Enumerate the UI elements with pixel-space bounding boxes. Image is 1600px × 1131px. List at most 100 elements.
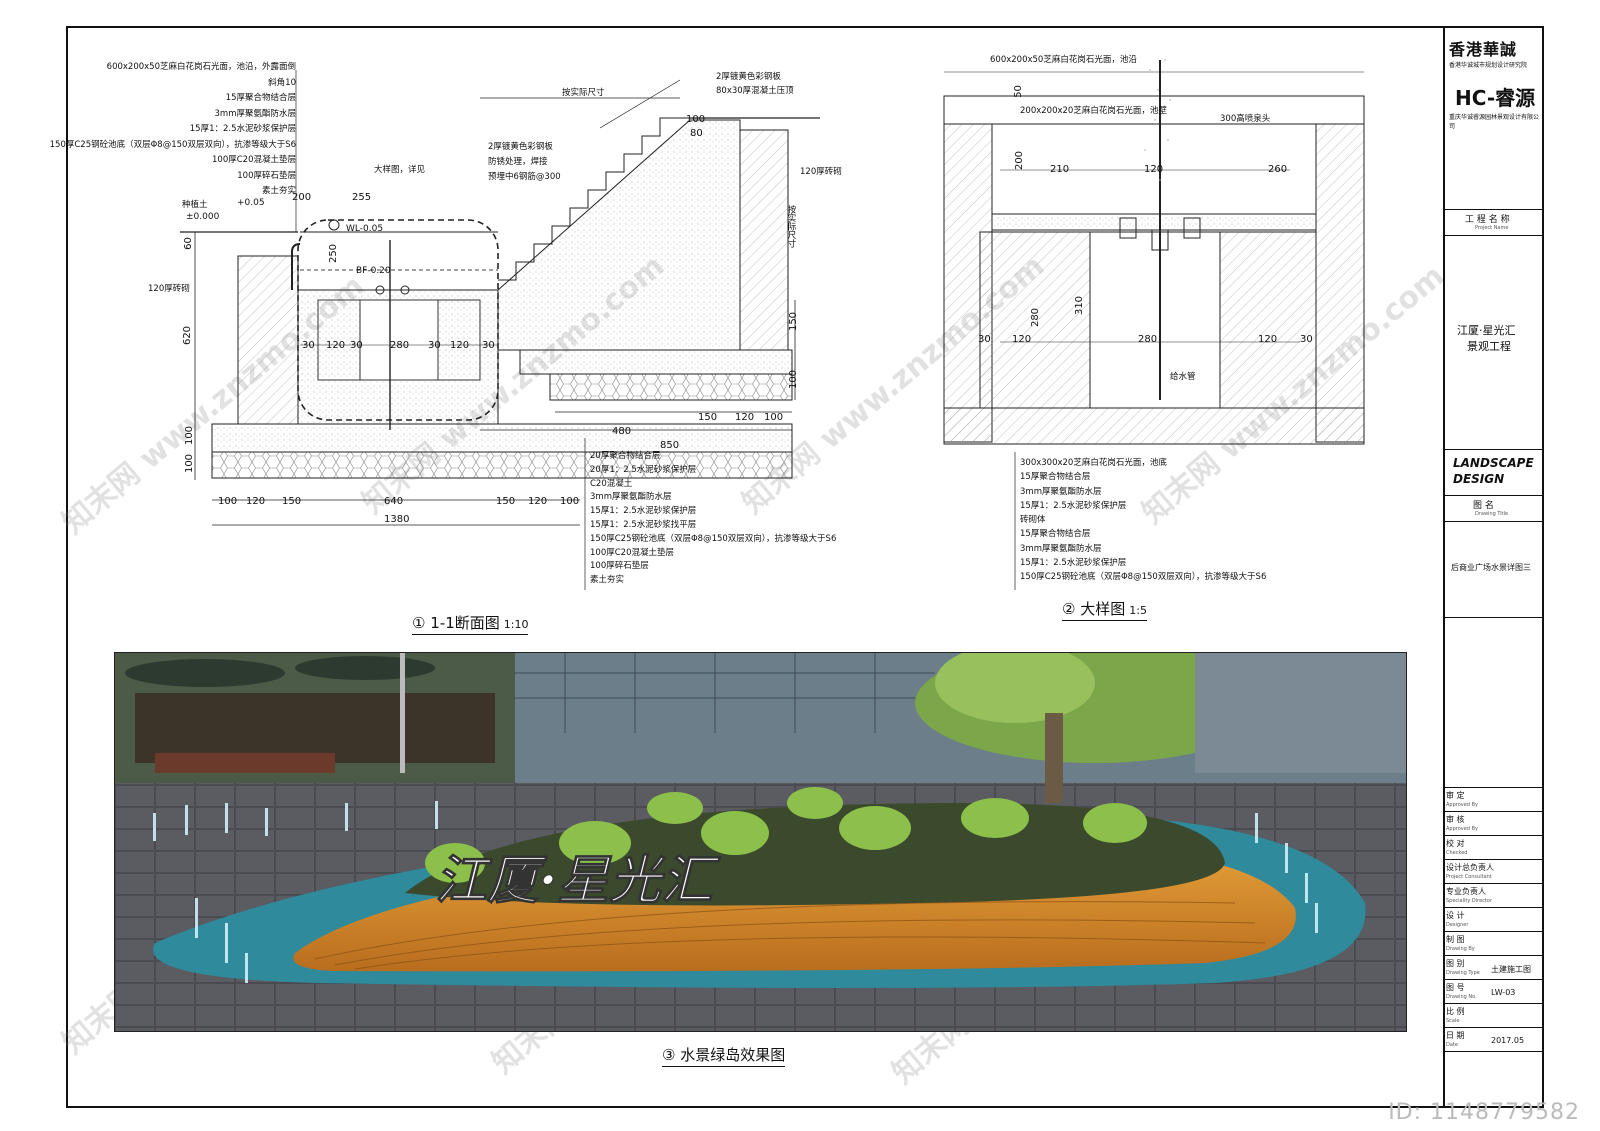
layer-note: 15厚1：2.5水泥砂浆保护层 (1020, 500, 1127, 511)
dim-label: 30 (350, 340, 363, 351)
title-block-row: 审 定 Approved By (1443, 788, 1542, 812)
blank-cell (1445, 618, 1542, 788)
note: 600x200x50芝麻白花岗石光面，池沿 (990, 55, 1137, 65)
layer-note: 15厚1：2.5水泥砂浆保护层 (590, 506, 697, 517)
section-top-layers: 600x200x50芝麻白花岗石光面，池沿，外露面倒斜角10 15厚聚合物结合层… (50, 60, 296, 200)
row-label-en: Designer (1446, 922, 1469, 928)
row-label: 审 定 (1446, 791, 1465, 800)
row-label-en: Approved By (1446, 802, 1478, 808)
dim-label: 100 (184, 425, 196, 446)
note: 给水管 (1170, 372, 1196, 382)
drawing-title-label-cell: 图 名 Drawing Title (1445, 496, 1542, 522)
caption-render: ③ 水景绿岛效果图 (662, 1044, 786, 1067)
layer-note: 15厚1：2.5水泥砂浆保护层 (1020, 558, 1127, 569)
dim-label: 120 (1012, 334, 1032, 345)
drawing-title-label: 图 名 (1473, 501, 1494, 511)
dim-label: 150 (698, 412, 718, 423)
row-label-en: Project Consultant (1446, 874, 1492, 880)
dim-label: 120 (1144, 164, 1164, 175)
row-label: 图 号 (1446, 983, 1465, 992)
caption-title: 水景绿岛效果图 (680, 1046, 786, 1064)
row-label-en: Drawing Type (1446, 970, 1480, 976)
note: 种植土 (182, 200, 208, 210)
note: 300高喷泉头 (1220, 114, 1271, 124)
caption-scale: 1:10 (503, 618, 529, 631)
note: 预埋中6钢筋@300 (488, 172, 561, 182)
dim-label: 100 (686, 114, 706, 125)
dim-label: 150 (496, 496, 516, 507)
dim-label: 280 (1138, 334, 1158, 345)
dim-label: 200 (1014, 150, 1026, 171)
drawing-title-label-en: Drawing Title (1475, 511, 1509, 517)
row-value: 2017.05 (1491, 1036, 1525, 1045)
layer-note: 素土夯实 (590, 575, 625, 586)
dim-label: 480 (612, 426, 632, 437)
note: 防锈处理，焊接 (488, 157, 548, 167)
layer-note: 3mm厚聚氨酯防水层 (590, 492, 672, 503)
title-block-row: 设 计 Designer (1443, 908, 1542, 932)
dim-label: 60 (182, 237, 194, 250)
dim-label: 260 (1268, 164, 1288, 175)
title-block-row: 审 核 Approved By (1443, 812, 1542, 836)
note: 200x200x20芝麻白花岗石光面，池壁 (1020, 106, 1167, 116)
note: BF-0.20 (356, 266, 391, 276)
cad-drawings (180, 59, 1365, 590)
layer-note: 15厚1：2.5水泥砂浆保护层 (189, 124, 296, 134)
company-2-name: 重庆华诚睿源园林景观设计有限公司 (1449, 114, 1540, 130)
rendering-image: 江厦·星光汇 (114, 652, 1407, 1032)
dim-label: 280 (1030, 307, 1042, 328)
project-name: 景观工程 (1467, 340, 1511, 353)
dim-label: 100 (218, 496, 238, 507)
dim-label: 100 (764, 412, 784, 423)
layer-note: 100厚碎石垫层 (590, 561, 649, 572)
row-label: 设 计 (1446, 911, 1465, 920)
dim-label: 30 (1300, 334, 1313, 345)
dim-label: 250 (328, 243, 340, 264)
dim-label: 120 (1258, 334, 1278, 345)
layer-note: 3mm厚聚氨酯防水层 (1020, 486, 1102, 497)
layer-note: 15厚聚合物结合层 (1020, 472, 1091, 483)
row-label-en: Approved By (1446, 826, 1478, 832)
drawing-frame (66, 26, 1544, 1108)
layer-note: 20厚聚合物结合层 (590, 451, 661, 461)
row-label-en: Drawing No. (1446, 994, 1477, 1000)
caption-num: ② (1062, 600, 1076, 618)
project-label-cell: 工 程 名 称 Project Name (1445, 210, 1542, 236)
row-label-en: Date (1446, 1042, 1458, 1048)
dim-label: 640 (384, 496, 404, 507)
layer-note: 300x300x20芝麻白花岗石光面，池底 (1020, 458, 1167, 468)
svg-text:江厦·星光汇: 江厦·星光汇 (435, 850, 721, 911)
row-label: 审 核 (1446, 815, 1465, 824)
layer-note: 150厚C25钢砼池底（双层Φ8@150双层双向），抗渗等级大于S6 (1020, 572, 1267, 583)
layer-note: 15厚聚合物结合层 (225, 93, 296, 103)
section-drawing (180, 70, 820, 590)
note: 2厚镀黄色彩钢板 (716, 72, 781, 82)
caption-scale: 1:5 (1129, 604, 1147, 617)
row-label: 制 图 (1446, 935, 1465, 944)
dim-label: 120 (735, 412, 755, 423)
row-label-en: Drawing By (1446, 946, 1475, 952)
row-label-en: Checked (1446, 850, 1468, 856)
design-label: LANDSCAPE (1453, 456, 1534, 470)
dim-label: 280 (390, 340, 410, 351)
dim-label: 120 (246, 496, 266, 507)
layer-note: 100厚C20混凝土垫层 (590, 547, 674, 558)
layer-note: 3mm厚聚氨酯防水层 (214, 108, 296, 119)
dim-label: 100 (184, 453, 196, 474)
note: 120厚砖砌 (148, 284, 190, 294)
row-label: 专业负责人 (1446, 887, 1486, 896)
note: 2厚镀黄色彩钢板 (488, 142, 553, 152)
image-id: ID: 1148779582 (1388, 1100, 1580, 1125)
note: 80x30厚混凝土压顶 (716, 86, 794, 96)
layer-note: 3mm厚聚氨酯防水层 (1020, 543, 1102, 554)
dim-label: 30 (302, 340, 315, 351)
caption-num: ③ (662, 1046, 676, 1064)
dim-label: 80 (690, 128, 703, 139)
layer-note: C20混凝土 (590, 478, 633, 489)
row-label: 比 例 (1446, 1007, 1465, 1016)
dim-label: 100 (560, 496, 580, 507)
design-label: DESIGN (1453, 472, 1505, 486)
row-label: 校 对 (1446, 839, 1465, 848)
